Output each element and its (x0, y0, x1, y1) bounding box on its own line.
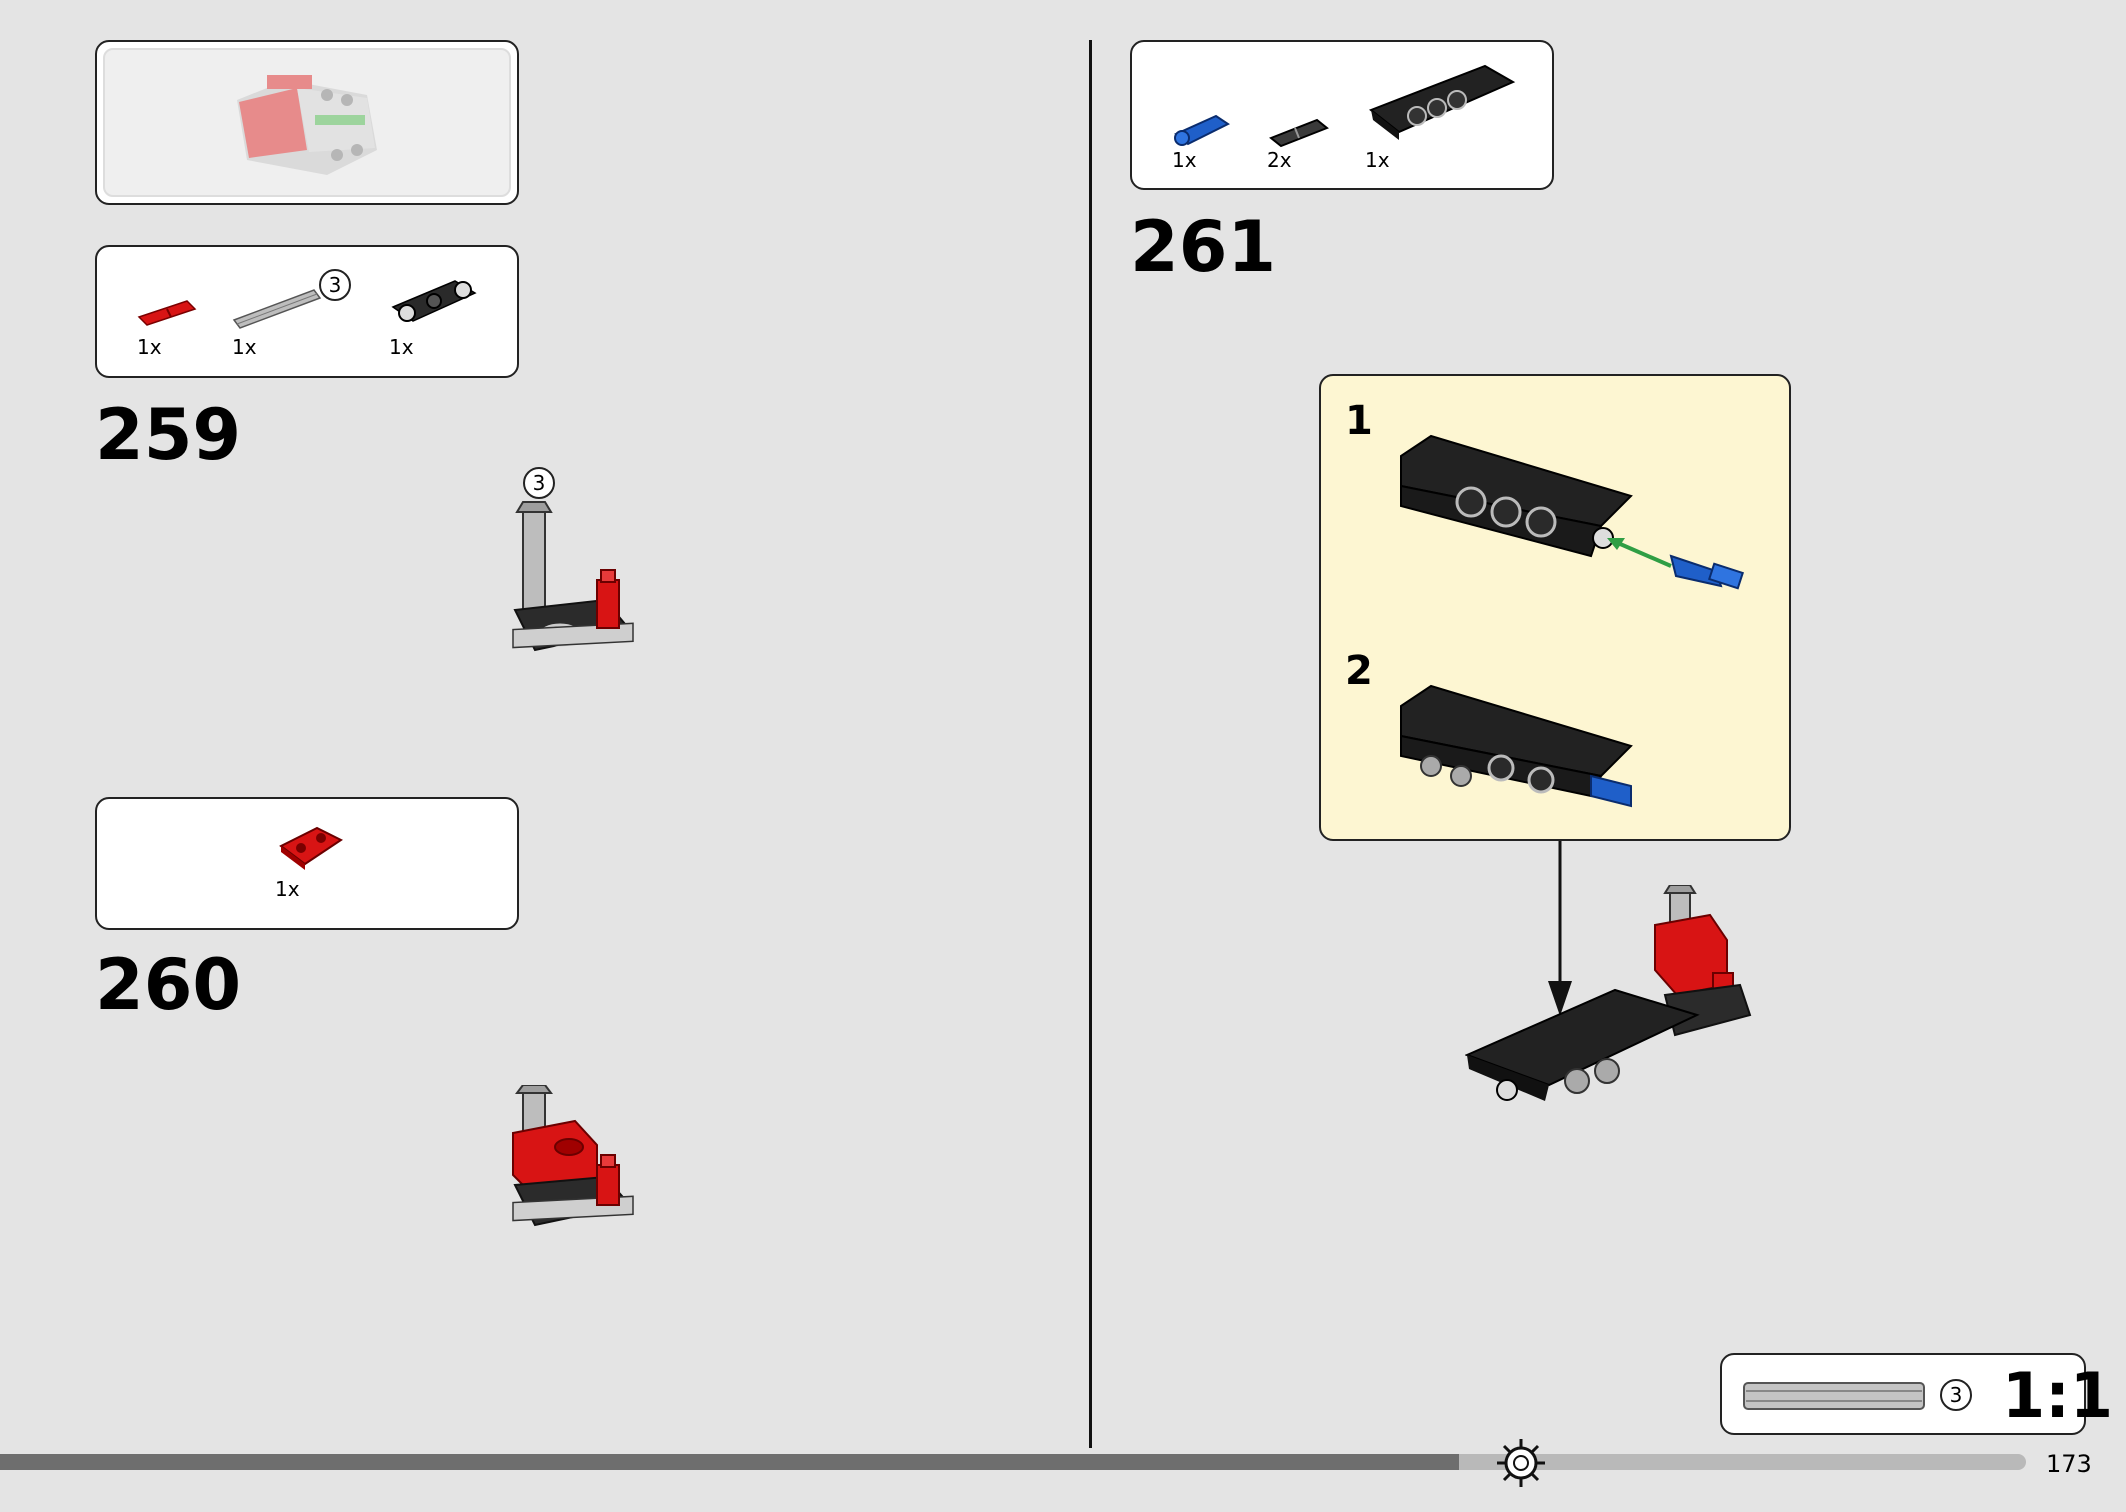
submodel-preview-image (237, 75, 377, 175)
step-259-assembly-image (512, 501, 634, 652)
scale-ratio: 1:1 (2002, 1359, 2114, 1432)
sub-step-1-image (1400, 434, 1744, 590)
step-261-assembly-image (1465, 885, 1752, 1101)
axle-length-badge: 3 (319, 269, 351, 301)
sub-step-number: 1 (1345, 398, 1373, 444)
sub-step-number: 2 (1345, 648, 1373, 694)
step-259-parts-box: 1x 3 1x 1x (95, 245, 519, 378)
part-qty: 1x (275, 877, 300, 901)
page-progress-bar (0, 1454, 2026, 1470)
part-qty: 2x (1267, 148, 1292, 172)
black-beam-image (391, 280, 477, 322)
part-qty: 1x (137, 335, 162, 359)
red-connector-image (279, 826, 343, 870)
scale-length-badge: 3 (1940, 1379, 1972, 1411)
sub-assembly-callout: 1 2 (1319, 374, 1791, 841)
sub-step-2-image (1400, 684, 1633, 808)
step-260-assembly-image (512, 1085, 634, 1227)
grey-axle-image (232, 289, 322, 329)
blue-pin-image (1174, 114, 1230, 146)
red-axle-pin-image (137, 300, 197, 326)
scale-reference-box: 3 1:1 (1720, 1353, 2113, 1435)
black-pin-image (1269, 118, 1329, 148)
step-number: 261 (1130, 206, 1277, 288)
step-number: 259 (95, 394, 242, 476)
step-260-parts-box: 1x (95, 797, 519, 930)
scale-axle-image (1743, 1382, 1925, 1410)
step-number: 260 (95, 944, 242, 1026)
callout-arrow (1548, 841, 1572, 1016)
gear-icon (1497, 1439, 1545, 1487)
part-qty: 1x (1172, 148, 1197, 172)
page-progress-fill (0, 1454, 1459, 1470)
step-261-parts-box: 1x 2x 1x (1130, 40, 1554, 190)
page-divider (1089, 40, 1092, 1448)
part-qty: 1x (389, 335, 414, 359)
part-qty: 1x (232, 335, 257, 359)
submodel-preview-box (95, 40, 519, 205)
page-number: 173 (2046, 1450, 2092, 1478)
part-qty: 1x (1365, 148, 1390, 172)
assembly-length-badge: 3 (523, 467, 555, 499)
black-panel-image (1368, 64, 1516, 140)
